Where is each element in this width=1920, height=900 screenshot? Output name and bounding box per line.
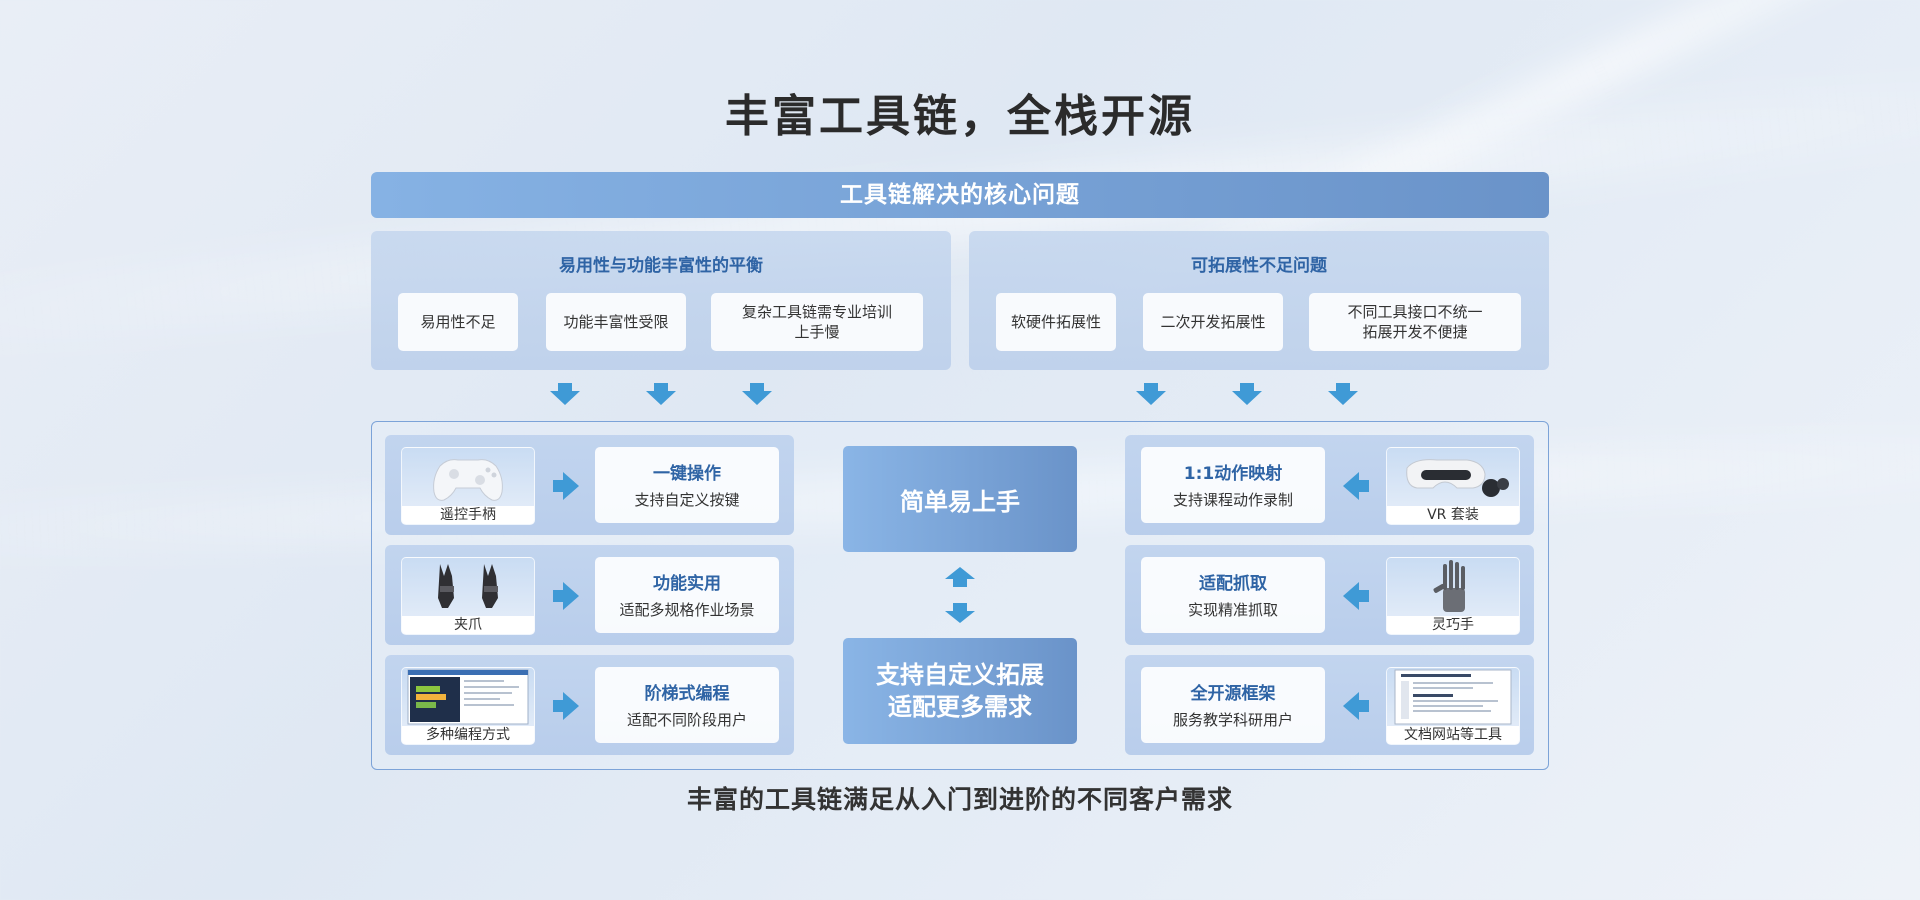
arrow-down-icon <box>646 383 676 405</box>
arrow-right-icon <box>553 692 579 720</box>
image-label: 多种编程方式 <box>402 726 534 744</box>
image-label: VR 套装 <box>1387 506 1519 524</box>
feature-desc: 服务教学科研用户 <box>1172 711 1293 729</box>
image-card: 遥控手柄 <box>401 447 535 525</box>
problem-panel-title: 可拓展性不足问题 <box>1191 256 1327 276</box>
feature-desc: 实现精准抓取 <box>1187 601 1278 619</box>
feature-desc: 支持自定义按键 <box>634 491 740 509</box>
problem-item-label: 软硬件拓展性 <box>1010 313 1101 331</box>
image-label: 文档网站等工具 <box>1387 726 1519 744</box>
center-box-label: 适配更多需求 <box>888 693 1032 721</box>
feature-title: 功能实用 <box>653 574 721 594</box>
toolchain-row-left: 夹爪 功能实用 适配多规格作业场景 <box>385 545 794 645</box>
problem-item-label: 复杂工具链需专业培训 <box>741 303 892 321</box>
problem-item: 功能丰富性受限 <box>546 293 686 351</box>
problem-item-label: 二次开发拓展性 <box>1160 313 1266 331</box>
image-label: 灵巧手 <box>1387 616 1519 634</box>
gamepad-icon <box>433 459 503 501</box>
problem-item: 二次开发拓展性 <box>1143 293 1283 351</box>
image-label: 遥控手柄 <box>402 506 534 524</box>
image-card: 灵巧手 <box>1386 557 1520 635</box>
feature-title: 一键操作 <box>653 464 721 484</box>
core-problems-header: 工具链解决的核心问题 <box>371 172 1549 218</box>
feature-title: 适配抓取 <box>1199 574 1267 594</box>
feature-card: 全开源框架 服务教学科研用户 <box>1141 667 1325 743</box>
problem-item: 复杂工具链需专业培训 上手慢 <box>711 293 923 351</box>
page-title: 丰富工具链，全栈开源 <box>725 91 1195 142</box>
problem-item-label: 功能丰富性受限 <box>563 313 669 331</box>
arrow-down-icon <box>1232 383 1262 405</box>
feature-card: 功能实用 适配多规格作业场景 <box>595 557 779 633</box>
problem-item: 不同工具接口不统一 拓展开发不便捷 <box>1309 293 1521 351</box>
problem-item-label: 易用性不足 <box>420 313 496 331</box>
center-box-customizable: 支持自定义拓展 适配更多需求 <box>843 638 1077 744</box>
image-card: 文档网站等工具 <box>1386 667 1520 745</box>
problem-item-label: 上手慢 <box>794 323 840 341</box>
image-label: 夹爪 <box>402 616 534 634</box>
arrow-down-icon <box>742 383 772 405</box>
arrow-right-icon <box>553 582 579 610</box>
toolchain-row-right: 适配抓取 实现精准抓取 灵巧手 <box>1125 545 1534 645</box>
feature-desc: 适配多规格作业场景 <box>619 601 755 619</box>
center-box-label: 支持自定义拓展 <box>876 661 1044 689</box>
feature-desc: 适配不同阶段用户 <box>626 711 747 729</box>
image-card: 夹爪 <box>401 557 535 635</box>
document-icon <box>1394 669 1512 725</box>
footer-summary: 丰富的工具链满足从入门到进阶的不同客户需求 <box>686 785 1233 814</box>
feature-title: 阶梯式编程 <box>644 684 730 704</box>
toolchain-row-left: 多种编程方式 阶梯式编程 适配不同阶段用户 <box>385 655 794 755</box>
problem-item-label: 拓展开发不便捷 <box>1362 323 1468 341</box>
toolchain-row-left: 遥控手柄 一键操作 支持自定义按键 <box>385 435 794 535</box>
toolchain-row-right: 全开源框架 服务教学科研用户 文档网站等工具 <box>1125 655 1534 755</box>
arrow-left-icon <box>1343 582 1369 610</box>
arrow-down-icon <box>1136 383 1166 405</box>
feature-card: 一键操作 支持自定义按键 <box>595 447 779 523</box>
problem-panel-usability: 易用性与功能丰富性的平衡 易用性不足 功能丰富性受限 复杂工具链需专业培训 上手… <box>371 231 951 370</box>
robot-hand-icon <box>1433 560 1465 612</box>
feature-card: 适配抓取 实现精准抓取 <box>1141 557 1325 633</box>
problem-item: 软硬件拓展性 <box>996 293 1116 351</box>
vr-headset-icon <box>1406 459 1509 497</box>
problem-item: 易用性不足 <box>398 293 518 351</box>
problem-panel-extensibility: 可拓展性不足问题 软硬件拓展性 二次开发拓展性 不同工具接口不统一 拓展开发不便… <box>969 231 1549 370</box>
arrow-up-icon <box>945 567 975 587</box>
arrow-down-icon <box>1328 383 1358 405</box>
arrow-left-icon <box>1343 692 1369 720</box>
feature-card: 1:1动作映射 支持课程动作录制 <box>1141 447 1325 523</box>
arrow-left-icon <box>1343 472 1369 500</box>
feature-desc: 支持课程动作录制 <box>1172 491 1293 509</box>
feature-title: 全开源框架 <box>1190 684 1276 704</box>
center-box-label: 简单易上手 <box>900 487 1020 516</box>
arrow-down-icon <box>945 603 975 623</box>
problem-panel-title: 易用性与功能丰富性的平衡 <box>559 256 763 276</box>
center-box-easy-to-use: 简单易上手 <box>843 446 1077 552</box>
image-card: 多种编程方式 <box>401 667 535 745</box>
toolchain-row-right: 1:1动作映射 支持课程动作录制 VR 套装 <box>1125 435 1534 535</box>
problem-item-label: 不同工具接口不统一 <box>1347 303 1483 321</box>
feature-title: 1:1动作映射 <box>1183 464 1283 484</box>
arrow-down-icon <box>550 383 580 405</box>
code-editor-icon <box>407 669 529 725</box>
gripper-icon <box>438 564 498 608</box>
arrow-right-icon <box>553 472 579 500</box>
image-card: VR 套装 <box>1386 447 1520 525</box>
feature-card: 阶梯式编程 适配不同阶段用户 <box>595 667 779 743</box>
